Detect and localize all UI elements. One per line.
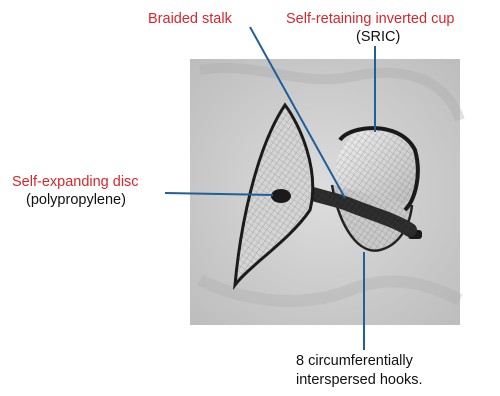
sric-title-label: Self-retaining inverted cup <box>286 10 454 28</box>
sric-abbrev-label: (SRIC) <box>356 28 400 46</box>
hooks-label-line2: interspersed hooks. <box>296 371 423 389</box>
braided-stalk-label: Braided stalk <box>148 10 232 28</box>
hooks-label-line1: 8 circumferentially <box>296 352 413 370</box>
disc-material-label: (polypropylene) <box>26 191 126 209</box>
disc-title-label: Self-expanding disc <box>12 173 139 191</box>
